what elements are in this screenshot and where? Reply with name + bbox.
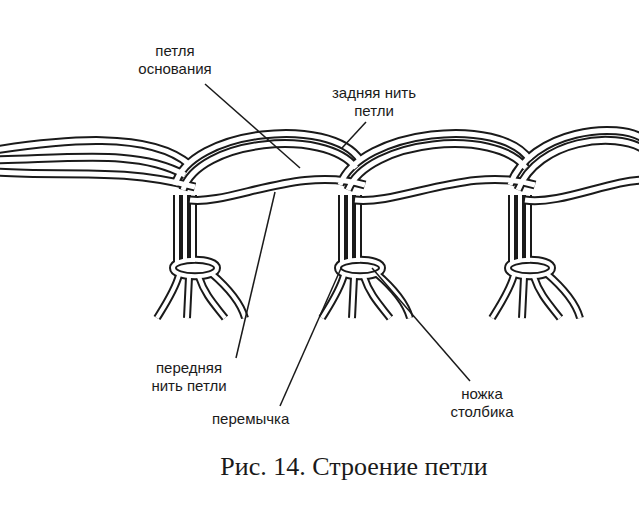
part-label: перемычка [212,410,289,428]
part-label: ножка столбика [432,385,532,421]
part-label: задняя нить петли [318,84,430,120]
figure-caption: Рис. 14. Строение петли [74,452,634,482]
part-label: петля основания [125,42,225,78]
part-label: передняя нить петли [143,359,235,395]
